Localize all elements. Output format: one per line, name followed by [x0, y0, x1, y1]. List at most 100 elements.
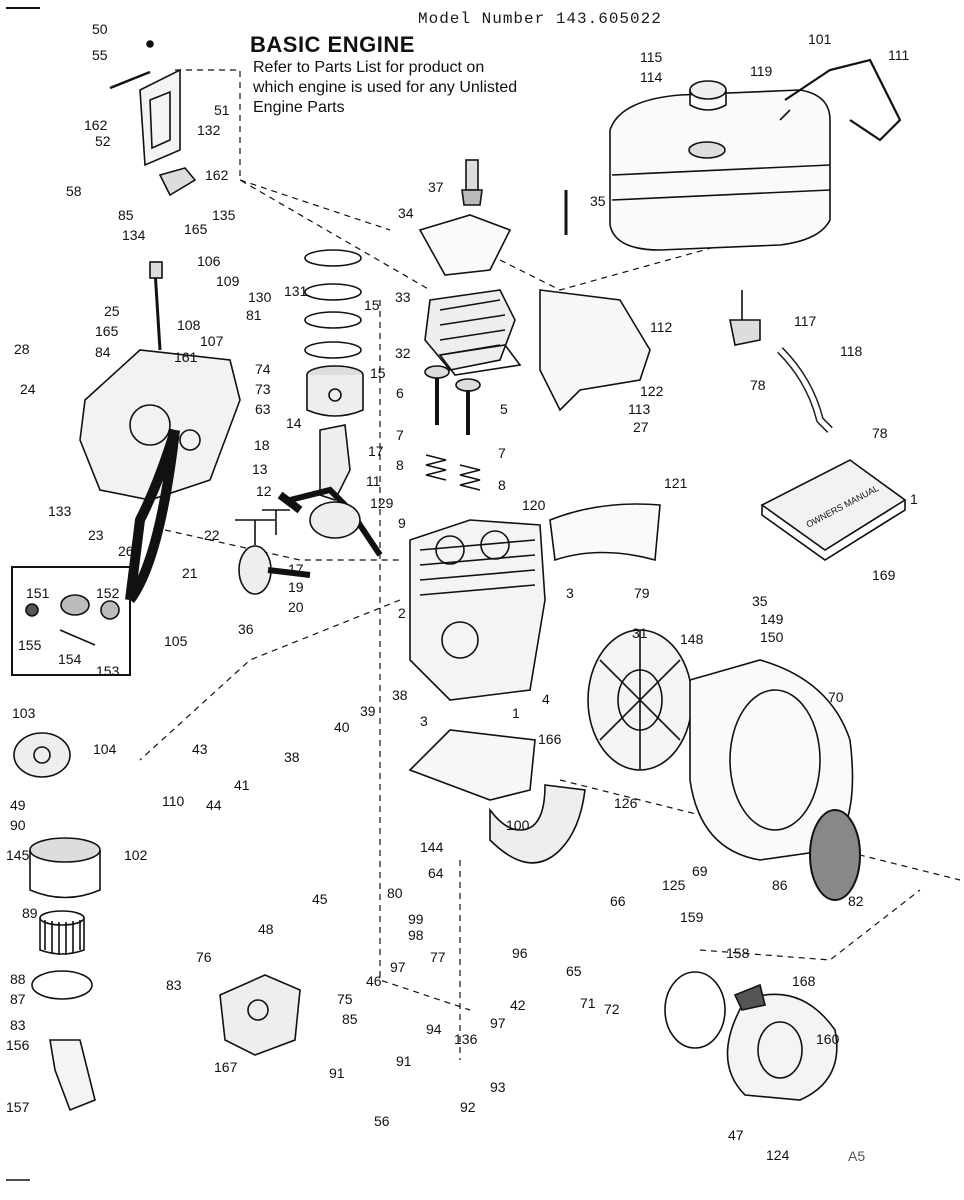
- callout-166: 166: [538, 731, 562, 747]
- callout-93: 93: [490, 1079, 506, 1095]
- inset-parts: [25, 594, 120, 646]
- callout-79: 79: [634, 585, 650, 601]
- callout-87: 87: [10, 991, 26, 1007]
- carburetor-167: [219, 974, 301, 1056]
- callout-49: 49: [10, 797, 26, 813]
- callout-21: 21: [182, 565, 198, 581]
- callout-131: 131: [284, 283, 308, 299]
- callout-134: 134: [122, 227, 146, 243]
- callout-46: 46: [366, 973, 382, 989]
- callout-26: 26: [118, 543, 134, 559]
- callout-113: 113: [628, 401, 651, 417]
- callout-158: 158: [726, 945, 750, 961]
- callout-108: 108: [177, 317, 201, 333]
- callout-90: 90: [10, 817, 26, 833]
- callout-92: 92: [460, 1099, 476, 1115]
- callout-83: 83: [10, 1017, 26, 1033]
- callout-110: 110: [162, 793, 185, 809]
- callout-119: 119: [750, 63, 773, 79]
- callout-84: 84: [95, 344, 111, 360]
- callout-51: 51: [214, 102, 230, 118]
- callout-151: 151: [26, 585, 50, 601]
- callout-8: 8: [396, 457, 404, 473]
- callout-31: 31: [632, 625, 648, 641]
- callout-14: 14: [286, 415, 302, 431]
- callout-101: 101: [808, 31, 832, 47]
- callout-125: 125: [662, 877, 686, 893]
- callout-24: 24: [20, 381, 36, 397]
- crankshaft-11: [277, 486, 383, 557]
- callout-129: 129: [370, 495, 394, 511]
- callout-153: 153: [96, 663, 120, 679]
- callout-3: 3: [420, 713, 428, 729]
- tappets-22: [235, 509, 290, 545]
- callout-74: 74: [255, 361, 271, 377]
- shroud-34: [418, 214, 512, 276]
- callout-5: 5: [500, 401, 508, 417]
- subtitle-line-1: Refer to Parts List for product on: [253, 59, 485, 76]
- callout-15: 15: [364, 297, 380, 313]
- callout-161: 161: [174, 349, 198, 365]
- callout-33: 33: [395, 289, 411, 305]
- callout-76: 76: [196, 949, 212, 965]
- callout-23: 23: [88, 527, 104, 543]
- subtitle-line-3: Engine Parts: [253, 99, 345, 116]
- callout-50: 50: [92, 21, 108, 37]
- governor-cable-26: [125, 429, 180, 603]
- callout-102: 102: [124, 847, 148, 863]
- callout-20: 20: [288, 599, 304, 615]
- flywheel-166: [587, 629, 693, 771]
- callout-56: 56: [374, 1113, 390, 1129]
- callout-132: 132: [197, 122, 221, 138]
- spark-plug-37: [461, 159, 483, 206]
- callout-52: 52: [95, 133, 111, 149]
- callout-7: 7: [396, 427, 404, 443]
- rotating-screen-86: [809, 809, 861, 901]
- callout-4: 4: [542, 691, 550, 707]
- callout-169: 169: [872, 567, 896, 583]
- recoil-starter-168: [726, 983, 838, 1101]
- callout-42: 42: [510, 997, 526, 1013]
- callout-124: 124: [766, 1147, 790, 1163]
- elbow-156: [49, 1039, 96, 1112]
- callout-167: 167: [214, 1059, 238, 1075]
- callout-38: 38: [392, 687, 408, 703]
- air-filter-89: [39, 910, 85, 955]
- callout-64: 64: [428, 865, 444, 881]
- callout-104: 104: [93, 741, 117, 757]
- tank-strap-101: [779, 58, 902, 142]
- callout-77: 77: [430, 949, 446, 965]
- callout-85: 85: [342, 1011, 358, 1027]
- piston-14: [306, 365, 364, 417]
- callout-15: 15: [370, 365, 386, 381]
- callout-45: 45: [312, 891, 328, 907]
- callout-44: 44: [206, 797, 222, 813]
- callout-22: 22: [204, 527, 220, 543]
- callout-28: 28: [14, 341, 30, 357]
- callout-117: 117: [794, 313, 817, 329]
- callout-105: 105: [164, 633, 188, 649]
- callout-65: 65: [566, 963, 582, 979]
- callout-38: 38: [284, 749, 300, 765]
- page-code: A5: [848, 1148, 866, 1164]
- callout-27: 27: [633, 419, 649, 435]
- callout-37: 37: [428, 179, 444, 195]
- callout-109: 109: [216, 273, 240, 289]
- valve-springs-8: [425, 454, 481, 491]
- callout-36: 36: [238, 621, 254, 637]
- callout-11: 11: [366, 473, 381, 489]
- cylinder-head-33: [424, 289, 516, 371]
- callout-115: 115: [640, 49, 663, 65]
- callout-19: 19: [288, 579, 304, 595]
- callout-80: 80: [387, 885, 403, 901]
- callout-72: 72: [604, 1001, 620, 1017]
- callout-2: 2: [398, 605, 406, 621]
- callout-7: 7: [498, 445, 506, 461]
- inset-detail-box: [11, 566, 131, 676]
- callout-118: 118: [840, 343, 863, 359]
- callout-155: 155: [18, 637, 42, 653]
- callout-91: 91: [396, 1053, 412, 1069]
- callout-25: 25: [104, 303, 120, 319]
